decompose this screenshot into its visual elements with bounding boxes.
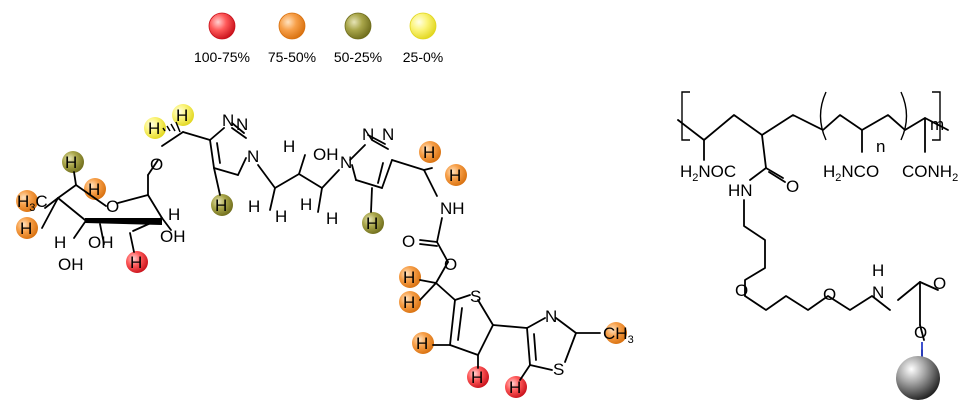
carbamate-h-label: H xyxy=(872,261,884,280)
legend-label-50-25: 50-25% xyxy=(334,49,382,65)
highlight-red xyxy=(505,376,527,398)
highlight-orange xyxy=(16,190,38,212)
atom-label: H xyxy=(326,209,338,228)
atom-label: N xyxy=(382,125,394,144)
atom-label: H xyxy=(130,253,142,272)
highlight-orange xyxy=(399,291,421,313)
atom-label: H xyxy=(88,180,100,199)
highlight-olive xyxy=(211,194,233,216)
legend-label-75-50: 75-50% xyxy=(268,49,316,65)
atom-label: N xyxy=(222,111,234,130)
atom-label: H xyxy=(449,166,461,185)
carbamate-n-label: N xyxy=(872,283,884,302)
atom-label: H xyxy=(168,205,180,224)
amide-label-middle: H2NCO xyxy=(823,162,879,184)
amine-label: HN xyxy=(728,181,753,200)
atom-label: H xyxy=(20,219,32,238)
legend-label-100-75: 100-75% xyxy=(194,49,250,65)
amide-label-right: CONH2 xyxy=(902,162,958,184)
paren-right xyxy=(900,91,908,141)
atom-label: NH xyxy=(440,199,465,218)
atom-label: H xyxy=(471,368,483,387)
highlight-olive xyxy=(362,212,384,234)
repeat-index-n: n xyxy=(876,137,885,156)
bracket-left xyxy=(681,91,690,141)
atom-label: OH xyxy=(160,227,186,246)
ether-o-label: O xyxy=(735,281,748,300)
atom-label: S xyxy=(470,287,481,306)
amide-label-left: H2NOC xyxy=(680,162,736,184)
atom-label: N xyxy=(545,307,557,326)
atom-label: H xyxy=(366,214,378,233)
hydrogen-highlights xyxy=(16,104,627,398)
highlight-red xyxy=(467,366,489,388)
atom-label: N xyxy=(247,147,259,166)
resin-bead xyxy=(896,356,940,400)
legend-swatch-yellow xyxy=(409,12,437,40)
atom-label: H xyxy=(403,268,415,287)
atom-label: H xyxy=(148,119,160,138)
sugar-ring xyxy=(41,159,172,253)
bracket-right xyxy=(932,91,941,141)
atom-label: H xyxy=(54,233,66,252)
legend-swatch-orange xyxy=(278,12,306,40)
atom-label: N xyxy=(340,153,352,172)
atom-label: H xyxy=(65,153,77,172)
atom-label: H xyxy=(215,196,227,215)
methyl-label-right: CH3 xyxy=(603,324,634,346)
carbonyl-o-label: O xyxy=(786,177,799,196)
highlight-yellow xyxy=(144,117,166,139)
triazole-ring-2 xyxy=(349,134,393,213)
atom-label: O xyxy=(150,155,163,174)
atom-labels: H H H3C H O H OH H OH OH H O H H N N N H… xyxy=(17,106,634,397)
atom-label: N xyxy=(362,125,374,144)
carbamate-o-label: O xyxy=(933,274,946,293)
atom-label: H xyxy=(509,378,521,397)
thiazole-ring xyxy=(492,317,601,381)
hash-wedge xyxy=(162,121,181,133)
atom-label: H xyxy=(403,293,415,312)
atom-label: O xyxy=(444,255,457,274)
atom-label: O xyxy=(402,232,415,251)
highlight-olive xyxy=(62,151,84,173)
highlight-orange xyxy=(605,322,627,344)
methyl-label: H3C xyxy=(17,192,48,214)
ether-o-label: O xyxy=(823,285,836,304)
atom-label: H xyxy=(275,207,287,226)
atom-label: OH xyxy=(58,255,84,274)
legend-swatch-red xyxy=(208,12,236,40)
thiophene-ring xyxy=(432,294,494,369)
atom-label: S xyxy=(553,360,564,379)
legend-label-25-0: 25-0% xyxy=(403,49,443,65)
atom-label: O xyxy=(106,197,119,216)
legend: 100-75% 75-50% 50-25% 25-0% xyxy=(194,12,443,65)
paren-left xyxy=(819,91,827,141)
repeat-index-m: m xyxy=(930,115,944,134)
legend-swatch-olive xyxy=(344,12,372,40)
atom-label: OH xyxy=(313,145,339,164)
atom-label: H xyxy=(283,137,295,156)
triazole-ring-1 xyxy=(209,122,247,196)
atom-label: H xyxy=(423,143,435,162)
atom-label: N xyxy=(236,115,248,134)
highlight-red xyxy=(126,251,148,273)
atom-label: H xyxy=(416,334,428,353)
highlight-orange xyxy=(419,141,441,163)
highlight-yellow xyxy=(172,104,194,126)
highlight-orange xyxy=(445,164,467,186)
carbamate-ester-o-label: O xyxy=(914,323,927,342)
highlight-orange xyxy=(16,217,38,239)
highlight-orange xyxy=(399,266,421,288)
atom-label: OH xyxy=(88,233,114,252)
highlight-orange xyxy=(412,332,434,354)
polymer-structure: H2NOC H2NCO CONH2 n m HN O O O H N O O xyxy=(677,91,958,400)
atom-label: H xyxy=(248,197,260,216)
atom-label: H xyxy=(300,195,312,214)
molecule-structure: H H H3C H O H OH H OH OH H O H H N N N H… xyxy=(16,104,634,398)
atom-label: H xyxy=(176,106,188,125)
